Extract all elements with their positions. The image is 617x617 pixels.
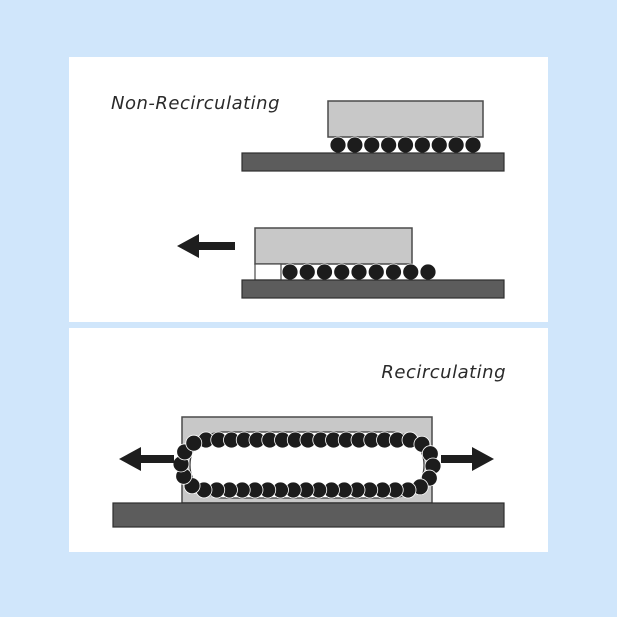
ball xyxy=(402,263,420,281)
recirculating-panel: Recirculating xyxy=(69,328,548,552)
ball xyxy=(430,136,448,154)
ball-loop xyxy=(172,431,442,499)
arrow-left-icon xyxy=(177,234,235,258)
ball xyxy=(329,136,347,154)
ball xyxy=(350,263,368,281)
non-recirculating-label: Non-Recirculating xyxy=(111,93,280,114)
ball-row xyxy=(281,263,437,281)
ball-row xyxy=(329,136,482,154)
recirculating-label: Recirculating xyxy=(381,362,506,383)
arrow-right-icon xyxy=(441,447,494,471)
ball xyxy=(367,263,385,281)
ball xyxy=(397,136,414,154)
moving-bearing xyxy=(241,227,505,299)
ball xyxy=(185,434,203,452)
ball xyxy=(298,263,316,281)
non-recirculating-panel: Non-Recirculating xyxy=(69,57,548,322)
recirculating-diagram xyxy=(112,416,505,528)
ball xyxy=(281,263,299,281)
ball xyxy=(380,136,398,154)
arrow-left-icon xyxy=(119,447,174,471)
ball xyxy=(447,136,465,154)
ball xyxy=(413,136,431,154)
carriage-block xyxy=(327,100,484,138)
ball xyxy=(346,136,364,154)
ball xyxy=(385,263,402,281)
ball xyxy=(419,263,437,281)
guide-rail xyxy=(241,152,505,172)
carriage-block xyxy=(254,227,413,265)
carriage-gap xyxy=(254,263,282,281)
ball xyxy=(363,136,381,154)
guide-rail xyxy=(112,502,505,528)
static-bearing xyxy=(241,100,505,172)
non-recirculating-diagram xyxy=(177,100,505,299)
ball xyxy=(464,136,482,154)
ball xyxy=(333,263,351,281)
ball xyxy=(316,263,333,281)
guide-rail xyxy=(241,279,505,299)
